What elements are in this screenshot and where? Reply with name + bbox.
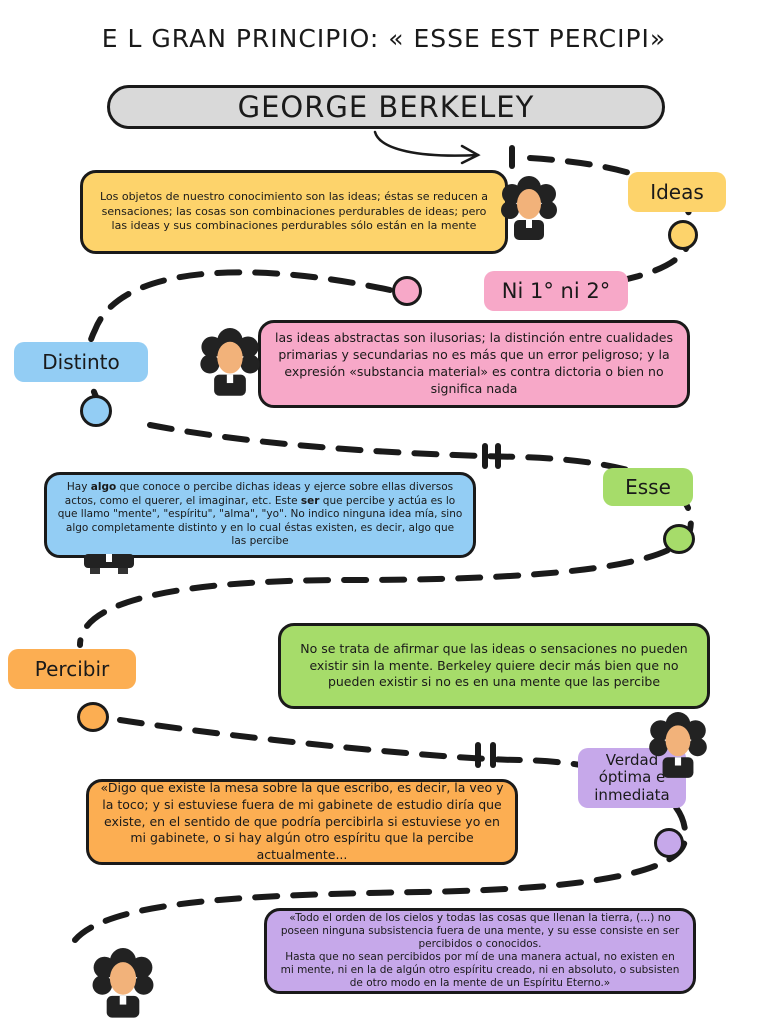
berkeley-portrait-5 [92,948,154,1018]
afirmar-box: No se trata de afirmar que las ideas o s… [278,623,710,709]
orden-box: «Todo el orden de los cielos y todas las… [264,908,696,994]
berkeley-portrait-4 [649,712,707,778]
mesa-box: «Digo que existe la mesa sobre la que es… [86,779,518,865]
label-percibir: Percibir [8,649,136,689]
label-verdad: Verdad óptima e inmediata [578,748,686,808]
label-ideas: Ideas [628,172,726,212]
berkeley-portrait-2 [200,328,260,396]
ideas-box: Los objetos de nuestro conocimiento son … [80,170,508,254]
dot-orange [77,702,109,732]
label-ni: Ni 1° ni 2° [484,271,628,311]
ideas-text: Los objetos de nuestro conocimiento son … [99,189,489,233]
dot-yellow [668,220,698,250]
berkeley-portrait-3 [84,554,134,574]
label-distinto: Distinto [14,342,148,382]
dot-blue [80,395,112,427]
algo-box: Hay algo que conoce o percibe dichas ide… [44,472,476,558]
berkeley-portrait-1 [501,176,557,240]
dot-green [663,524,695,554]
dot-pink [392,276,422,306]
abstractas-box: las ideas abstractas son ilusorias; la d… [258,320,690,408]
orden-text-1: «Todo el orden de los cielos y todas las… [280,911,680,950]
label-esse: Esse [603,468,693,506]
algo-text: Hay algo que conoce o percibe dichas ide… [57,480,463,548]
orden-text-2: Hasta que no sean percibidos por mí de u… [280,951,680,990]
dot-purple [654,828,684,858]
afirmar-text: No se trata de afirmar que las ideas o s… [300,640,688,690]
author-name: GEORGE BERKELEY [107,85,665,129]
arrow-head [460,144,481,165]
abstractas-text: las ideas abstractas son ilusorias; la d… [274,330,674,396]
page-title: E L GRAN PRINCIPIO: « ESSE EST PERCIPI» [101,24,667,53]
mesa-text: «Digo que existe la mesa sobre la que es… [100,779,504,863]
arrow-line [373,130,480,157]
path-segment-4 [72,717,689,943]
